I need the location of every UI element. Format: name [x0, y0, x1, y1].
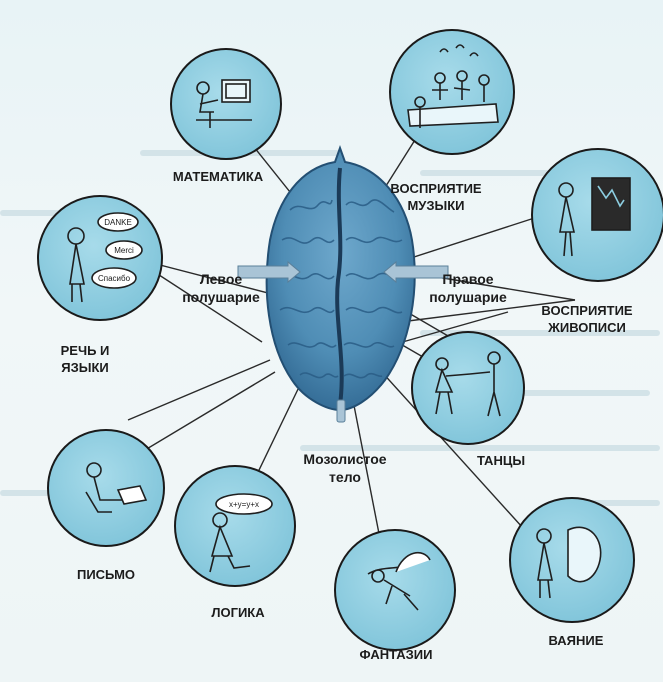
label-corpus-callosum: Мозолистое тело: [290, 450, 400, 486]
circle-mathematics: [171, 49, 281, 159]
label-mathematics: МАТЕМАТИКА: [168, 168, 268, 185]
label-fantasy: ФАНТАЗИИ: [346, 646, 446, 663]
circle-speech: [38, 196, 162, 320]
label-left-hemisphere: Левое полушарие: [176, 270, 266, 306]
circle-writing: [48, 430, 164, 546]
label-writing: ПИСЬМО: [66, 566, 146, 583]
bubble-merci: Merci: [114, 246, 134, 255]
label-music: ВОСПРИЯТИЕ МУЗЫКИ: [386, 180, 486, 214]
logic-formula: x+y=y+x: [229, 500, 259, 509]
label-speech: РЕЧЬ И ЯЗЫКИ: [40, 342, 130, 376]
bubble-danke: DANKE: [104, 218, 132, 227]
label-logic: ЛОГИКА: [198, 604, 278, 621]
label-painting: ВОСПРИЯТИЕ ЖИВОПИСИ: [532, 302, 642, 336]
label-sculpture: ВАЯНИЕ: [536, 632, 616, 649]
bubble-spasibo: Спасибо: [98, 274, 131, 283]
circle-fantasy: [335, 530, 455, 650]
label-right-hemisphere: Правое полушарие: [418, 270, 518, 306]
circle-dances: [412, 332, 524, 444]
label-dances: ТАНЦЫ: [466, 452, 536, 469]
circle-music: [390, 30, 514, 154]
